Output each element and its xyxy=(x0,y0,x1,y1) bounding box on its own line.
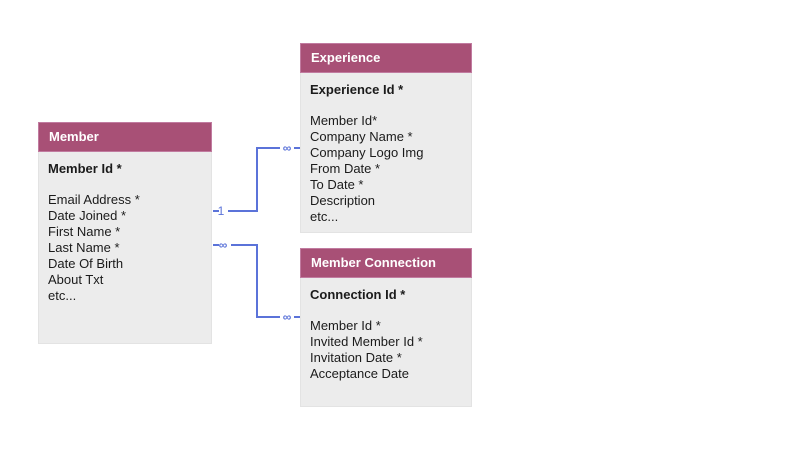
connector-member-experience xyxy=(213,147,300,212)
entity-title: Member Connection xyxy=(311,255,436,270)
field-row: Email Address * xyxy=(48,192,140,207)
field-row: Acceptance Date xyxy=(310,366,410,381)
entity-member-header[interactable]: Member xyxy=(38,122,212,152)
cardinality-label-many: ∞ xyxy=(218,238,228,252)
connector-member-memberconnection xyxy=(213,244,300,318)
field-row: Date Of Birth xyxy=(48,256,124,271)
field-row: Description xyxy=(310,193,376,208)
field-list: Member Id*Company Name *Company Logo Img… xyxy=(310,113,471,225)
field-row: Invitation Date * xyxy=(310,350,402,365)
field-row: Date Joined * xyxy=(48,208,127,223)
field-row: Company Name * xyxy=(310,129,413,144)
primary-key-field: Member Id * xyxy=(48,161,122,176)
field-row: etc... xyxy=(310,209,339,224)
entity-experience-header[interactable]: Experience xyxy=(300,43,472,73)
entity-title: Member xyxy=(49,129,99,144)
field-list: Member Id *Invited Member Id *Invitation… xyxy=(310,318,471,382)
field-row: Last Name * xyxy=(48,240,120,255)
cardinality-label-many: ∞ xyxy=(282,310,292,324)
entity-member[interactable]: Member Member Id * Email Address *Date J… xyxy=(38,122,212,344)
field-list: Email Address *Date Joined *First Name *… xyxy=(48,192,211,304)
entity-member-connection-header[interactable]: Member Connection xyxy=(300,248,472,278)
field-row: To Date * xyxy=(310,177,364,192)
cardinality-label-one: 1 xyxy=(217,204,225,218)
entity-title: Experience xyxy=(311,50,381,65)
entity-experience[interactable]: Experience Experience Id * Member Id*Com… xyxy=(300,43,472,233)
field-row: From Date * xyxy=(310,161,381,176)
field-row: Invited Member Id * xyxy=(310,334,423,349)
entity-member-body: Member Id * Email Address *Date Joined *… xyxy=(38,152,212,344)
entity-experience-body: Experience Id * Member Id*Company Name *… xyxy=(300,73,472,233)
field-row: etc... xyxy=(48,288,77,303)
field-row: Member Id * xyxy=(310,318,381,333)
primary-key-field: Connection Id * xyxy=(310,287,406,302)
field-row: About Txt xyxy=(48,272,104,287)
primary-key-field: Experience Id * xyxy=(310,82,404,97)
entity-member-connection-body: Connection Id * Member Id *Invited Membe… xyxy=(300,278,472,407)
cardinality-label-many: ∞ xyxy=(282,141,292,155)
field-row: Company Logo Img xyxy=(310,145,424,160)
field-row: First Name * xyxy=(48,224,121,239)
entity-member-connection[interactable]: Member Connection Connection Id * Member… xyxy=(300,248,472,407)
field-row: Member Id* xyxy=(310,113,378,128)
